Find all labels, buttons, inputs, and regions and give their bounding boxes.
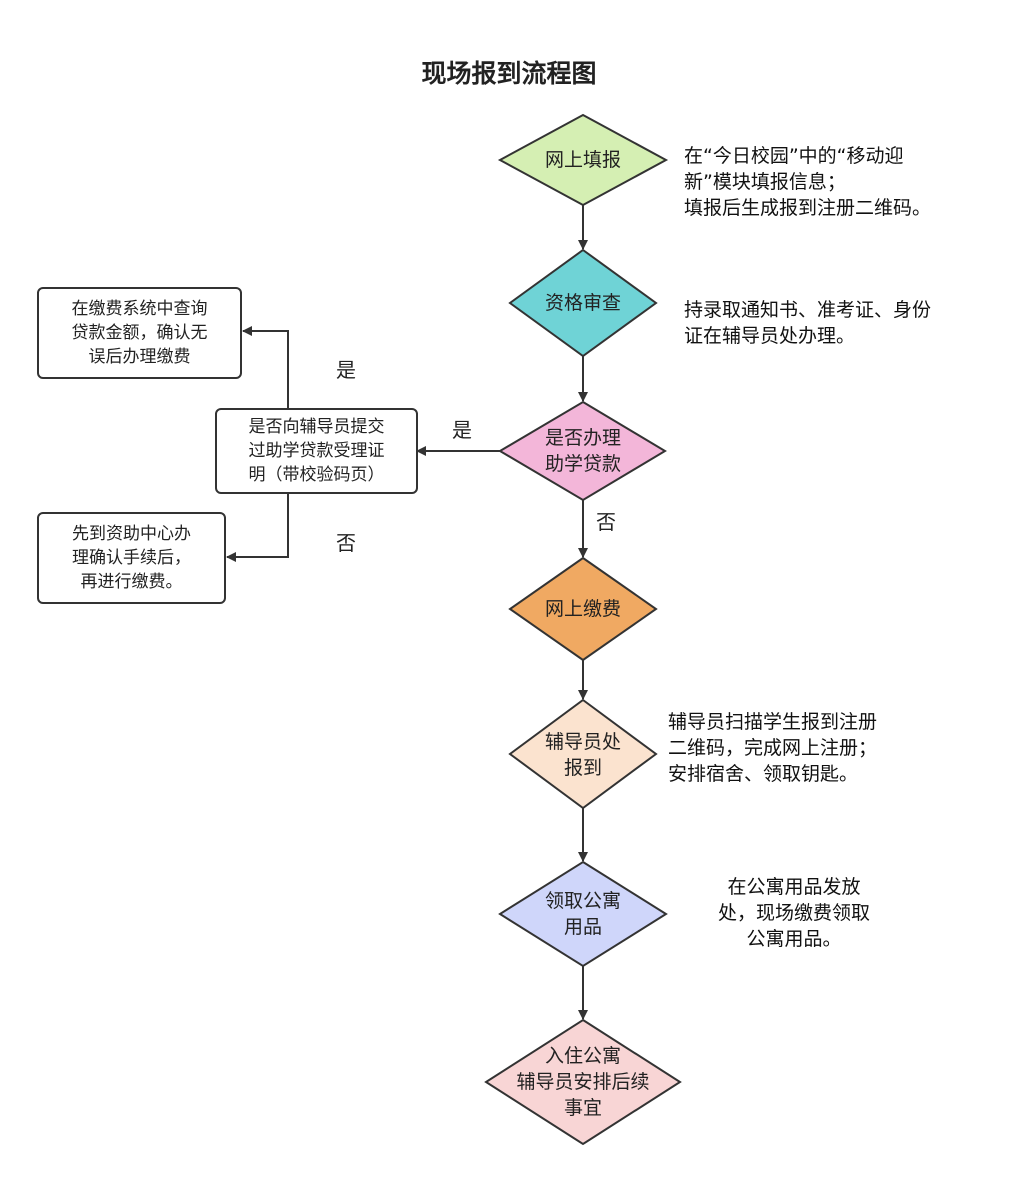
loan-certificate-check-box: 是否向辅导员提交过助学贷款受理证明（带校验码页） (215, 408, 418, 494)
edge-label-no-box: 否 (336, 531, 356, 555)
node-counselor-label: 辅导员处报到 (544, 731, 621, 779)
node-supplies-label: 领取公寓用品 (544, 890, 621, 938)
note-supplies: 在公寓用品发放处，现场缴费领取公寓用品。 (717, 876, 870, 950)
node-online-fill-label: 网上填报 (544, 149, 621, 171)
node-online-payment-label: 网上缴费 (544, 598, 621, 620)
arrow-check-to-no-box (226, 493, 289, 562)
note-counselor: 辅导员扫描学生报到注册二维码，完成网上注册；安排宿舍、领取钥匙。 (668, 711, 878, 785)
node-move-in-shape (484, 1018, 682, 1146)
loan-no-box: 先到资助中心办理确认手续后，再进行缴费。 (37, 512, 226, 604)
loan-yes-box: 在缴费系统中查询贷款金额，确认无误后办理缴费 (37, 287, 242, 379)
note-online-fill: 在“今日校园”中的“移动迎新”模块填报信息；填报后生成报到注册二维码。 (684, 145, 932, 219)
edge-label-yes-check: 是 (452, 418, 472, 442)
node-qualification-label: 资格审查 (544, 292, 621, 314)
node-move-in-label: 入住公寓辅导员安排后续事宜 (516, 1045, 650, 1119)
node-loan-decision-label: 是否办理助学贷款 (544, 427, 621, 475)
page-title: 现场报到流程图 (421, 59, 597, 88)
edge-label-no-loan: 否 (596, 510, 616, 534)
edge-label-yes-box: 是 (336, 358, 356, 382)
arrow-check-to-yes-box (242, 326, 289, 408)
note-qualification: 持录取通知书、准考证、身份证在辅导员处办理。 (684, 299, 932, 347)
